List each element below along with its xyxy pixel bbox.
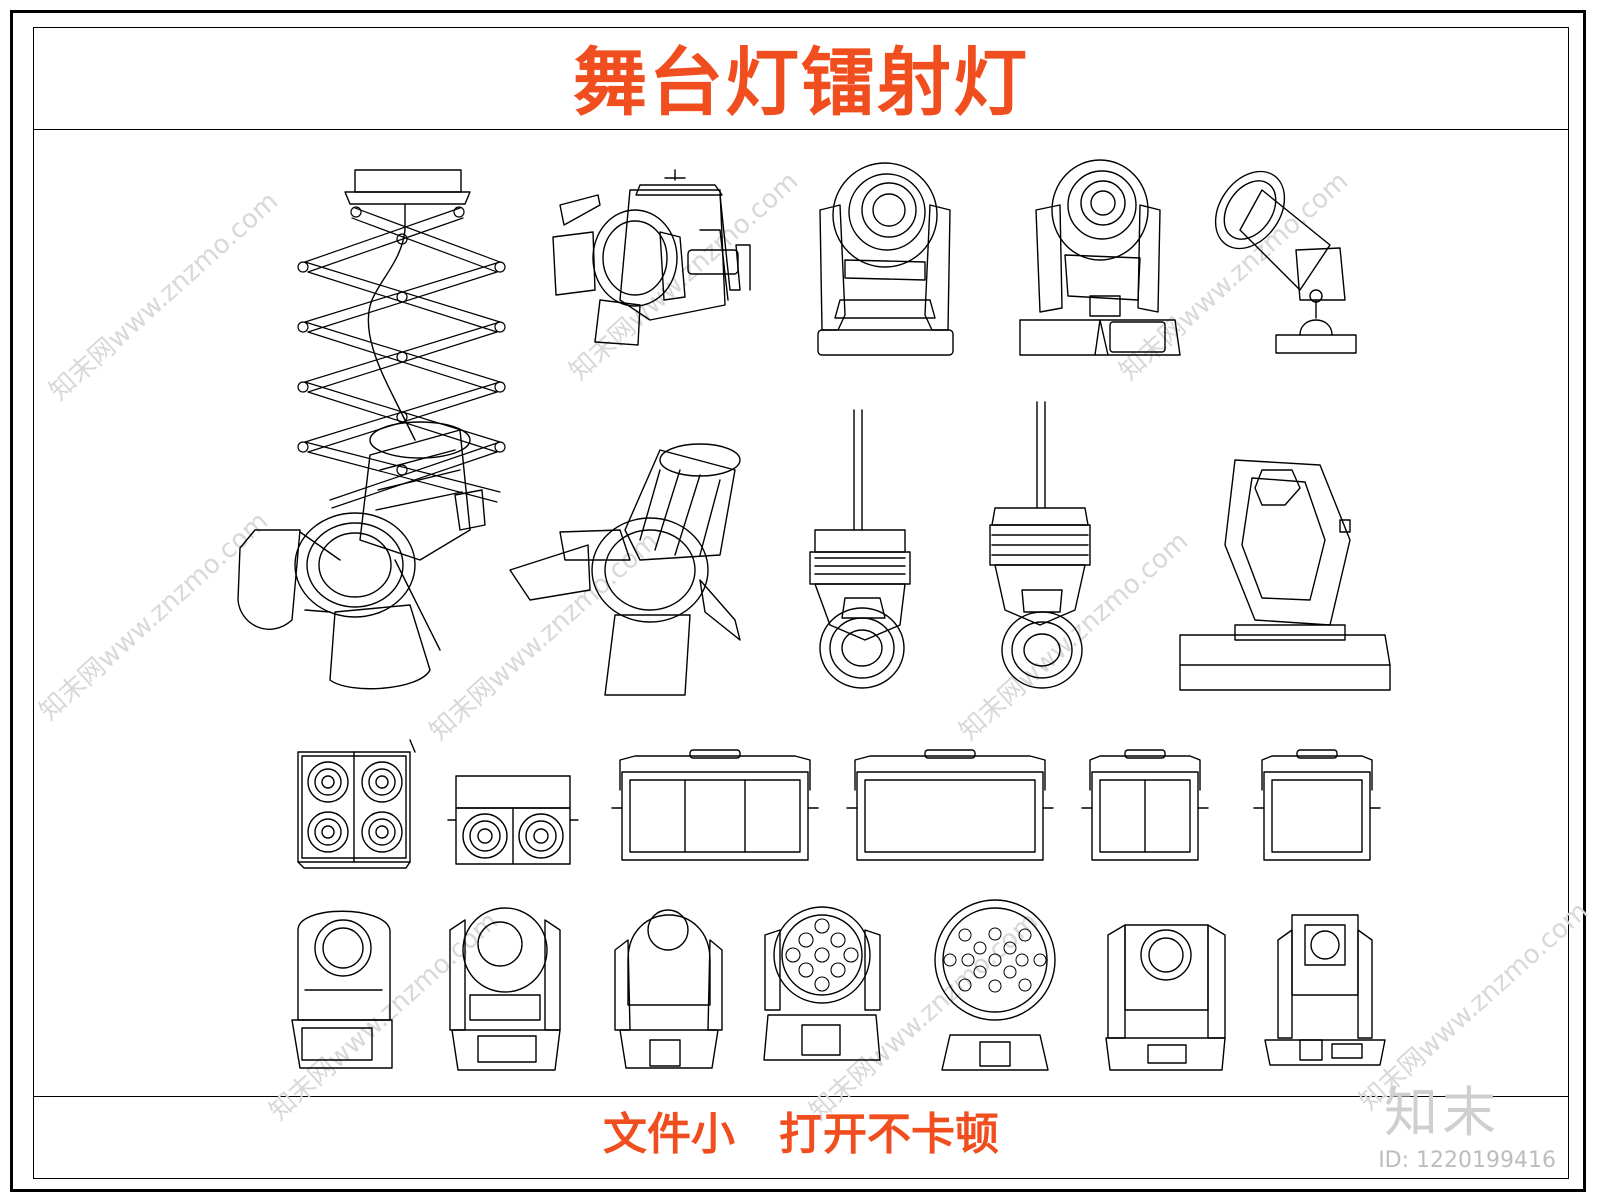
- hanging-moving-head: [810, 410, 910, 688]
- panel-light-small: [1082, 750, 1208, 860]
- panel-light-wide: [612, 750, 818, 860]
- fresnel-barndoor-light: [553, 170, 750, 345]
- moving-head-base-light: [1020, 160, 1180, 355]
- brand-watermark: 知末: [1384, 1081, 1500, 1144]
- fresnel-barndoor-light-2: [510, 444, 740, 695]
- title-band: 舞台灯镭射灯: [34, 28, 1568, 130]
- page-title: 舞台灯镭射灯: [573, 40, 1029, 126]
- hanging-moving-head-2: [990, 402, 1090, 688]
- moving-head-spot-1: [292, 911, 392, 1068]
- pantograph-spotlight: [238, 170, 505, 689]
- quad-blinder-light: [298, 740, 415, 868]
- footer-slogan: 文件小 打开不卡顿: [603, 1109, 999, 1160]
- laser-projector: [1180, 460, 1390, 690]
- moving-head-light: [818, 163, 953, 355]
- inner-frame: 舞台灯镭射灯 文件小 打开不卡顿: [33, 27, 1569, 1179]
- moving-head-spot-3: [1106, 925, 1225, 1070]
- panel-light-small-2: [1254, 750, 1380, 860]
- dual-blinder-light: [448, 776, 578, 864]
- id-watermark: ID: 1220199416: [1378, 1148, 1556, 1173]
- panel-light-wide-2: [847, 750, 1053, 860]
- footer-band: 文件小 打开不卡顿: [34, 1096, 1568, 1178]
- moving-head-spot-4: [1265, 915, 1385, 1065]
- par-can-light: [1201, 158, 1356, 353]
- drawing-sheet: 舞台灯镭射灯 文件小 打开不卡顿: [10, 10, 1586, 1192]
- moving-head-spot-2: [450, 908, 560, 1070]
- moving-head-beam: [615, 910, 722, 1068]
- led-wash-moving-head: [764, 907, 880, 1060]
- led-wash-round: [935, 900, 1055, 1070]
